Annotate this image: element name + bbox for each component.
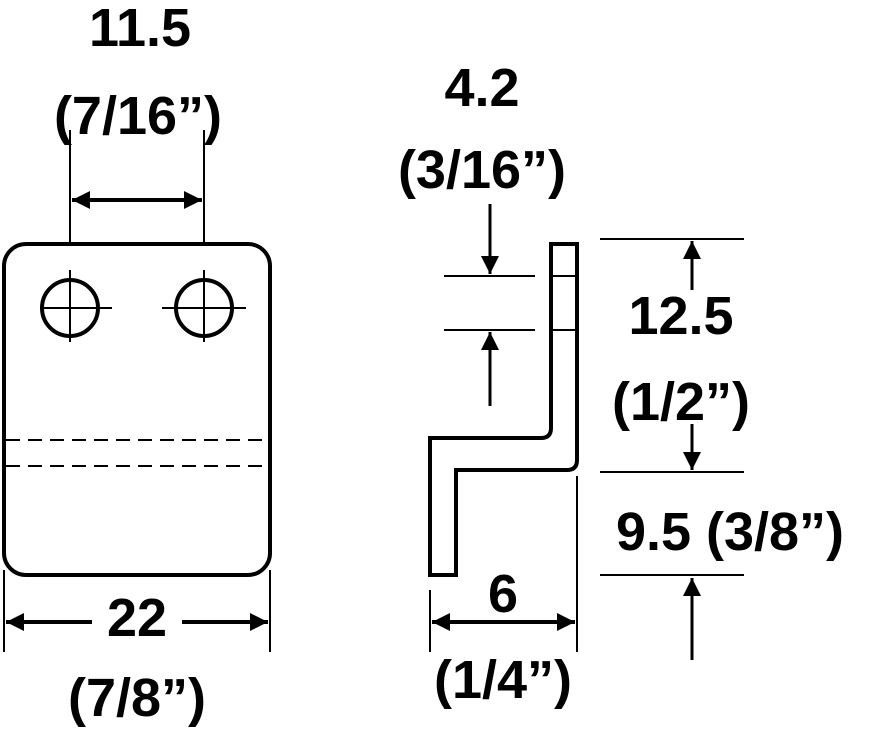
- hole-centre-marks: [40, 270, 246, 342]
- side-view: [428, 242, 579, 577]
- bracket-plate-outline: [2, 242, 272, 577]
- hole-spacing-value: 11.5: [89, 0, 191, 58]
- thickness-dimension: [444, 204, 535, 406]
- side-view-hole-lines: [551, 275, 577, 331]
- offset-dimension: [429, 476, 578, 652]
- lower-height-label: 9.5 (3/8”): [616, 502, 844, 562]
- offset-value: 6: [488, 564, 518, 624]
- hole-spacing-imperial: (7/16”): [54, 86, 222, 146]
- upper-height-dimension: [600, 238, 744, 473]
- thickness-value: 4.2: [444, 58, 519, 118]
- lower-height-dimension: [600, 574, 744, 660]
- bracket-profile: [428, 242, 579, 577]
- thickness-imperial: (3/16”): [398, 140, 566, 200]
- width-dimension: [3, 570, 271, 652]
- bend-lines: [6, 439, 268, 467]
- front-view: [2, 242, 272, 577]
- hole-spacing-dimension: [69, 130, 205, 246]
- upper-height-value: 12.5: [628, 286, 733, 346]
- upper-height-imperial: (1/2”): [612, 372, 750, 432]
- offset-imperial: (1/4”): [434, 650, 572, 710]
- width-value: 22: [107, 588, 167, 648]
- width-imperial: (7/8”): [68, 668, 206, 728]
